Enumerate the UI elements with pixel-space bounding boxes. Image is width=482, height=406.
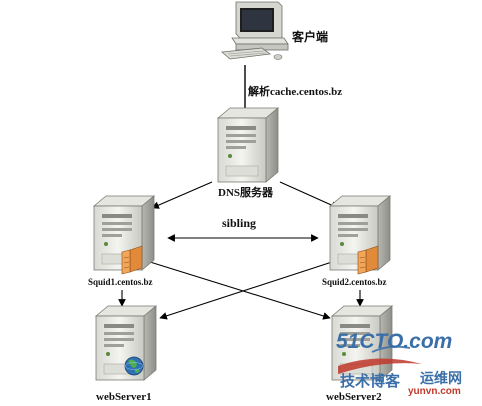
watermark-logo [338, 345, 422, 374]
watermark-51cto: 51CTO.com [336, 330, 453, 353]
watermark-yunwei: 运维网 [420, 370, 462, 386]
cache-box-icon [121, 245, 143, 275]
webserver1-label: webServer1 [96, 391, 152, 403]
sibling-label: sibling [222, 216, 257, 230]
webserver1-icon [95, 305, 157, 381]
client-computer-icon [221, 1, 289, 60]
watermark-blog: 技术博客 [340, 373, 401, 390]
squid1-label: Squid1.centos.bz [88, 277, 153, 287]
dns-server-icon [217, 107, 279, 183]
squid1-server-icon [93, 195, 155, 275]
edge-squid1-to-web2 [149, 261, 331, 320]
globe-icon [124, 356, 144, 376]
edge-squid2-to-web1 [159, 261, 333, 320]
edge-dns-to-squid1 [151, 181, 213, 209]
squid2-label: Squid2.centos.bz [322, 277, 387, 287]
resolve-edge-label: 解析cache.centos.bz [248, 86, 343, 98]
squid2-server-icon [329, 195, 391, 275]
connections [118, 65, 364, 320]
edge-dns-to-squid2 [279, 181, 339, 209]
watermark-yunvn: yunvn.com [408, 386, 461, 397]
cache-box-icon [357, 245, 379, 275]
client-label: 客户端 [292, 30, 329, 44]
dns-label: DNS服务器 [218, 187, 274, 199]
webserver2-label: webServer2 [326, 391, 382, 403]
